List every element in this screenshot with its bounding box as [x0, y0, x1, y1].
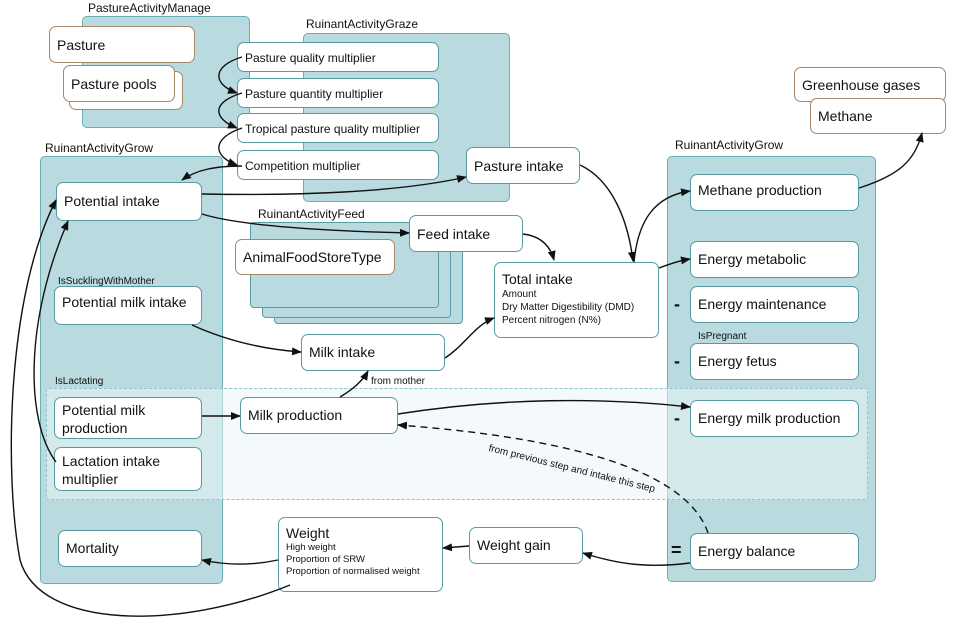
- operator-equals-balance: =: [671, 540, 682, 560]
- is-pregnant-label: IsPregnant: [698, 331, 747, 342]
- arrow-feed-intake-to-total-intake: [522, 233, 556, 261]
- node-weight[interactable]: Weight High weight Proportion of SRW Pro…: [278, 517, 443, 592]
- node-greenhouse-gases-label: Greenhouse gases: [802, 77, 921, 93]
- node-energy-maintenance[interactable]: Energy maintenance: [690, 286, 859, 323]
- arrow-milk-intake-to-total-intake: [444, 317, 495, 359]
- node-pasture-quality-multiplier[interactable]: Pasture quality multiplier: [237, 42, 439, 72]
- node-energy-metabolic-label: Energy metabolic: [698, 251, 807, 267]
- node-energy-fetus[interactable]: Energy fetus: [690, 343, 859, 380]
- arrow-weight-gain-to-weight: [442, 543, 470, 552]
- node-feed-intake[interactable]: Feed intake: [409, 215, 523, 252]
- node-milk-intake-label: Milk intake: [309, 344, 376, 360]
- node-feed-intake-label: Feed intake: [417, 226, 491, 242]
- panel-label-ruinant-activity-grow-right: RuinantActivityGrow: [675, 138, 784, 152]
- node-pasture-quantity-multiplier-label: Pasture quantity multiplier: [245, 87, 384, 101]
- panel-label-ruinant-activity-grow-left: RuinantActivityGrow: [45, 141, 154, 155]
- arrow-total-intake-to-methane-production: [633, 188, 691, 263]
- arrow-tropical-to-competition: [218, 127, 243, 166]
- node-potential-milk-intake-label: Potential milk intake: [62, 294, 187, 310]
- node-animal-food-store-type-label: AnimalFoodStoreType: [243, 249, 382, 265]
- node-weight-line-3: Proportion of normalised weight: [286, 566, 420, 577]
- panel-label-ruinant-activity-feed: RuinantActivityFeed: [258, 207, 365, 221]
- node-lactation-intake-multiplier-label-1: Lactation intake: [62, 453, 161, 469]
- node-pasture[interactable]: Pasture: [49, 26, 195, 63]
- node-potential-milk-production-label-1: Potential milk: [62, 402, 146, 418]
- node-competition-multiplier[interactable]: Competition multiplier: [237, 150, 439, 180]
- arrow-lactation-multiplier-to-potential-intake: [33, 220, 69, 463]
- node-energy-metabolic[interactable]: Energy metabolic: [690, 241, 859, 278]
- arrow-milk-production-to-energy-milk-production: [397, 399, 691, 415]
- node-lactation-intake-multiplier[interactable]: Lactation intake multiplier: [54, 447, 202, 491]
- operator-minus-milk: -: [674, 408, 680, 428]
- operator-minus-maintenance: -: [674, 294, 680, 314]
- node-weight-gain[interactable]: Weight gain: [469, 527, 583, 564]
- node-animal-food-store-type[interactable]: AnimalFoodStoreType: [235, 239, 395, 275]
- node-total-intake-line-1: Amount: [502, 289, 537, 300]
- node-energy-milk-production-label: Energy milk production: [698, 410, 841, 426]
- node-potential-intake[interactable]: Potential intake: [56, 182, 202, 221]
- node-potential-milk-production-label-2: production: [62, 420, 128, 436]
- node-energy-balance[interactable]: Energy balance: [690, 533, 859, 570]
- node-energy-fetus-label: Energy fetus: [698, 353, 777, 369]
- node-mortality[interactable]: Mortality: [58, 530, 202, 567]
- node-weight-title: Weight: [286, 525, 330, 541]
- arrow-milk-production-to-milk-intake: [339, 370, 369, 398]
- node-pasture-intake[interactable]: Pasture intake: [466, 147, 580, 184]
- node-methane-production-label: Methane production: [698, 182, 822, 198]
- arrow-total-intake-to-energy-metabolic: [658, 256, 691, 269]
- node-total-intake-title: Total intake: [502, 271, 573, 287]
- arrow-potential-intake-to-feed-intake: [201, 213, 410, 237]
- node-energy-milk-production[interactable]: Energy milk production: [690, 400, 859, 437]
- annotation-from-mother: from mother: [371, 376, 425, 387]
- node-mortality-label: Mortality: [66, 540, 119, 556]
- node-potential-milk-production[interactable]: Potential milk production: [54, 397, 202, 439]
- node-energy-balance-label: Energy balance: [698, 543, 796, 559]
- arrow-competition-to-potential-intake: [181, 165, 243, 181]
- is-lactating-label: IsLactating: [55, 376, 104, 387]
- node-lactation-intake-multiplier-label-2: multiplier: [62, 471, 119, 487]
- arrow-potential-milk-intake-to-milk-intake: [191, 324, 302, 356]
- node-potential-intake-label: Potential intake: [64, 193, 160, 209]
- arrow-quality-to-quantity: [218, 56, 243, 94]
- node-pasture-pools-label: Pasture pools: [71, 76, 157, 92]
- node-weight-line-1: High weight: [286, 542, 336, 553]
- node-pasture-label: Pasture: [57, 37, 106, 53]
- node-methane-production[interactable]: Methane production: [690, 174, 859, 211]
- node-milk-production-label: Milk production: [248, 407, 343, 423]
- panel-label-ruinant-activity-graze: RuinantActivityGraze: [306, 17, 419, 31]
- node-tropical-pasture-quality-multiplier[interactable]: Tropical pasture quality multiplier: [237, 113, 439, 143]
- operator-minus-fetus: -: [674, 351, 680, 371]
- node-potential-milk-intake[interactable]: Potential milk intake: [54, 286, 202, 325]
- node-energy-maintenance-label: Energy maintenance: [698, 296, 827, 312]
- arrow-weight-to-potential-intake-loop: [10, 199, 291, 617]
- node-pasture-pools[interactable]: Pasture pools: [63, 65, 175, 102]
- node-weight-line-2: Proportion of SRW: [286, 554, 366, 565]
- arrow-pasture-intake-to-total-intake: [579, 164, 636, 262]
- node-tropical-pasture-quality-multiplier-label: Tropical pasture quality multiplier: [245, 122, 420, 136]
- node-pasture-quantity-multiplier[interactable]: Pasture quantity multiplier: [237, 78, 439, 108]
- node-weight-gain-label: Weight gain: [477, 537, 551, 553]
- node-pasture-quality-multiplier-label: Pasture quality multiplier: [245, 51, 376, 65]
- node-methane[interactable]: Methane: [810, 98, 946, 134]
- node-milk-intake[interactable]: Milk intake: [301, 334, 445, 371]
- node-total-intake[interactable]: Total intake Amount Dry Matter Digestibi…: [494, 262, 659, 338]
- arrow-quantity-to-tropical: [218, 92, 243, 129]
- arrow-potential-intake-to-pasture-intake: [201, 175, 467, 196]
- arrow-methane-production-to-methane: [858, 132, 924, 189]
- arrow-energy-balance-to-weight-gain: [582, 551, 691, 566]
- node-methane-label: Methane: [818, 108, 873, 124]
- panel-ruinant-activity-grow-left: [40, 156, 223, 584]
- node-total-intake-line-3: Percent nitrogen (N%): [502, 315, 601, 326]
- panel-label-pasture-activity-manage: PastureActivityManage: [88, 1, 211, 15]
- arrow-weight-to-mortality: [201, 558, 279, 566]
- node-milk-production[interactable]: Milk production: [240, 397, 398, 434]
- node-pasture-intake-label: Pasture intake: [474, 158, 564, 174]
- arrow-energy-balance-to-milk-production-dashed: [397, 421, 709, 534]
- is-suckling-with-mother-label: IsSucklingWithMother: [58, 276, 155, 287]
- node-total-intake-line-2: Dry Matter Digestibility (DMD): [502, 302, 635, 313]
- node-competition-multiplier-label: Competition multiplier: [245, 159, 361, 173]
